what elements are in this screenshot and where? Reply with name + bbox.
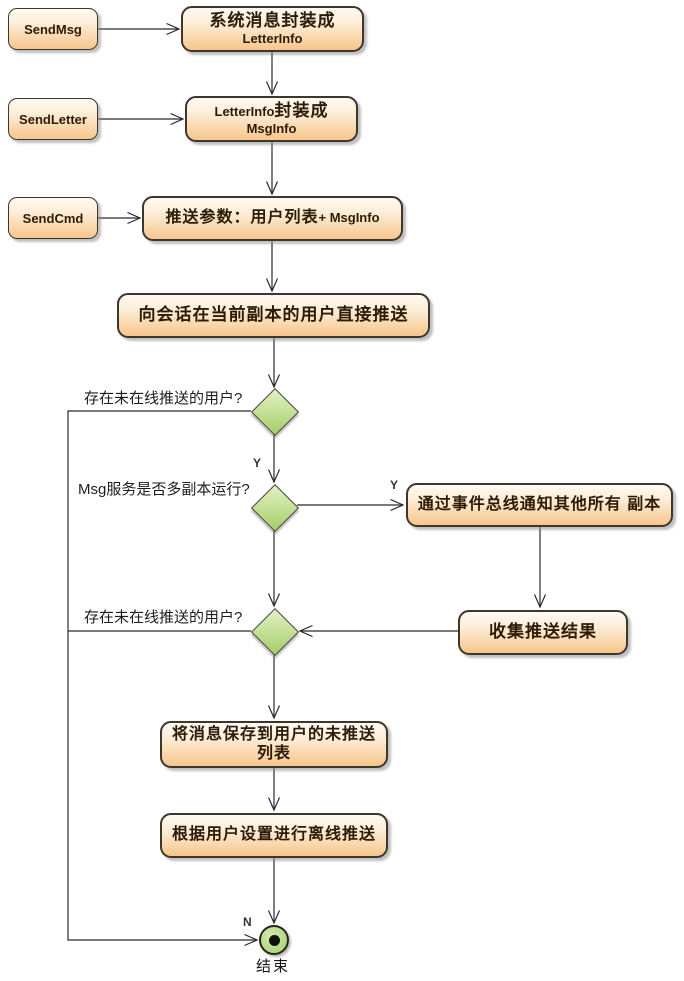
activity-collect-results-label: 收集推送结果: [489, 622, 597, 642]
activity-save-unpushed-line2: 列表: [256, 744, 291, 762]
decision-d3-label: 存在未在线推送的用户?: [84, 609, 243, 626]
activity-wrap-letterinfo: 系统消息封装成 LetterInfo: [181, 6, 364, 52]
trigger-sendletter: SendLetter: [8, 98, 98, 140]
activity-push-params: 推送参数：用户列表 + MsgInfo: [142, 196, 403, 241]
trigger-sendcmd-label: SendCmd: [22, 210, 84, 226]
activity-push-params-main: 推送参数：用户列表: [165, 209, 319, 227]
trigger-sendmsg: SendMsg: [8, 8, 98, 50]
activity-save-unpushed-list: 将消息保存到用户的未推送 列表: [160, 721, 388, 768]
activity-offline-push-label: 根据用户设置进行离线推送: [171, 826, 376, 844]
decision-d1-label: 存在未在线推送的用户?: [84, 390, 243, 407]
activity-wrap-msginfo-line2: MsgInfo: [246, 121, 297, 137]
activity-wrap-letterinfo-line1: 系统消息封装成: [209, 11, 336, 31]
activity-offline-push: 根据用户设置进行离线推送: [160, 813, 388, 858]
activity-final-node: [259, 925, 289, 955]
activity-direct-push: 向会话在当前副本的用户直接推送: [117, 293, 430, 338]
activity-event-bus: 通过事件总线通知其他所有 副本: [406, 483, 673, 527]
activity-direct-push-label: 向会话在当前副本的用户直接推送: [138, 305, 409, 325]
edge-label-n-end: N: [243, 915, 252, 929]
activity-wrap-msginfo-line1-prefix: LetterInfo: [214, 104, 275, 120]
activity-event-bus-label: 通过事件总线通知其他所有 副本: [417, 495, 662, 513]
edge-label-y-d2-bus: Y: [390, 478, 399, 492]
edge-d1-n-to-end: [67, 410, 257, 940]
trigger-sendmsg-label: SendMsg: [24, 21, 82, 37]
trigger-sendletter-label: SendLetter: [19, 111, 87, 127]
activity-push-params-suffix: + MsgInfo: [318, 210, 380, 226]
activity-final-node-dot: [268, 934, 280, 946]
activity-wrap-msginfo-line1-main: 封装成: [274, 101, 329, 121]
activity-collect-results: 收集推送结果: [458, 610, 628, 655]
activity-wrap-letterinfo-line2: LetterInfo: [242, 31, 303, 47]
trigger-sendcmd: SendCmd: [8, 197, 98, 239]
activity-wrap-msginfo: LetterInfo 封装成 MsgInfo: [185, 96, 358, 142]
edge-label-y-d1-d2: Y: [253, 456, 262, 470]
decision-d2-label: Msg服务是否多副本运行?: [78, 481, 250, 498]
final-node-label: 结束: [256, 958, 291, 975]
activity-save-unpushed-line1: 将消息保存到用户的未推送: [171, 725, 376, 743]
